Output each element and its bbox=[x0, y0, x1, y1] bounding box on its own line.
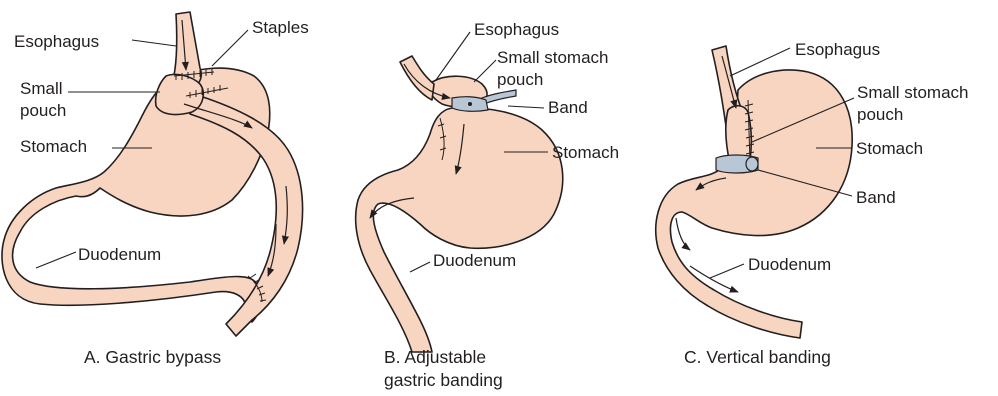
panel-vertical-banding: Esophagus Small stomach pouch Stomach Ba… bbox=[656, 40, 969, 367]
caption-vertical-banding: C. Vertical banding bbox=[684, 347, 831, 367]
label-small-stomach-pouch-line2-c: pouch bbox=[857, 105, 903, 124]
label-staples-a: Staples bbox=[252, 18, 309, 37]
panel-adjustable-gastric-banding: Esophagus Small stomach pouch Band Stoma… bbox=[356, 20, 619, 390]
leader-band-b bbox=[508, 106, 544, 108]
label-esophagus-c: Esophagus bbox=[795, 40, 880, 59]
leader-duodenum-a bbox=[36, 252, 76, 268]
caption-line1-adjustable-banding: B. Adjustable bbox=[384, 347, 486, 367]
leader-small-pouch-b bbox=[474, 60, 496, 82]
label-stomach-a: Stomach bbox=[20, 137, 87, 156]
label-small-stomach-pouch-line2-b: pouch bbox=[497, 70, 543, 89]
label-esophagus-b: Esophagus bbox=[474, 20, 559, 39]
label-duodenum-b: Duodenum bbox=[433, 251, 516, 270]
band-port-b bbox=[468, 102, 472, 106]
stomach-c bbox=[656, 70, 852, 338]
leader-esophagus-a bbox=[132, 40, 176, 46]
leader-staples-a bbox=[212, 30, 248, 66]
label-band-c: Band bbox=[856, 188, 896, 207]
label-small-stomach-pouch-line1-c: Small stomach bbox=[857, 83, 968, 102]
label-small-pouch-line1-a: Small bbox=[20, 79, 63, 98]
label-small-stomach-pouch-line1-b: Small stomach bbox=[497, 48, 608, 67]
caption-gastric-bypass: A. Gastric bypass bbox=[84, 347, 221, 367]
leader-duodenum-b bbox=[410, 262, 430, 272]
label-duodenum-a: Duodenum bbox=[78, 245, 161, 264]
flow-arrow-c3 bbox=[676, 218, 690, 250]
band-knot-c bbox=[746, 157, 758, 171]
esophagus-b bbox=[400, 56, 434, 100]
caption-line2-adjustable-banding: gastric banding bbox=[384, 370, 503, 390]
leader-duodenum-c bbox=[710, 264, 744, 278]
label-esophagus-a: Esophagus bbox=[14, 32, 99, 51]
label-duodenum-c: Duodenum bbox=[748, 255, 831, 274]
label-stomach-b: Stomach bbox=[552, 143, 619, 162]
label-band-b: Band bbox=[548, 98, 588, 117]
stomach-b bbox=[356, 108, 563, 352]
panel-gastric-bypass: Esophagus Staples Small pouch Stomach Du… bbox=[2, 12, 309, 367]
label-stomach-c: Stomach bbox=[856, 139, 923, 158]
label-small-pouch-line2-a: pouch bbox=[20, 101, 66, 120]
leader-esophagus-b bbox=[436, 32, 470, 80]
